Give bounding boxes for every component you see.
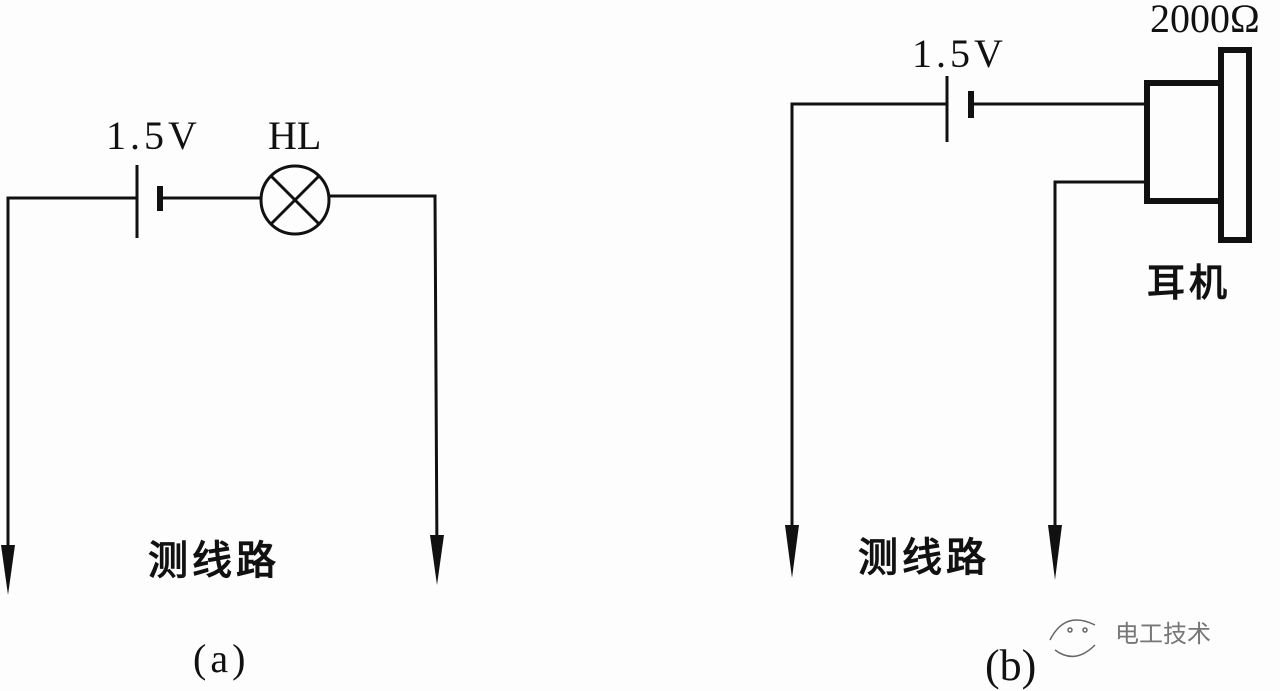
battery-b-label: 1.5V	[912, 31, 1007, 76]
caption-b: (b)	[985, 641, 1037, 690]
caption-a: (a)	[193, 636, 250, 681]
earphone-label: 耳机	[1147, 261, 1232, 305]
earphone-body-icon	[1144, 80, 1224, 204]
line-under-test-a-label: 测线路	[148, 538, 280, 584]
diagram-b-wires	[790, 47, 1252, 555]
line-under-test-b-label: 测线路	[858, 535, 990, 581]
lamp-icon	[259, 164, 331, 236]
earphone-plate-icon	[1218, 47, 1252, 243]
watermark-logo-icon	[1049, 619, 1096, 658]
battery-a-label: 1.5V	[106, 113, 201, 158]
watermark-text: 电工技术	[1115, 620, 1211, 648]
diagram-a-wires	[6, 164, 439, 570]
lamp-label: HL	[268, 113, 322, 158]
resistance-label: 2000Ω	[1150, 0, 1260, 41]
